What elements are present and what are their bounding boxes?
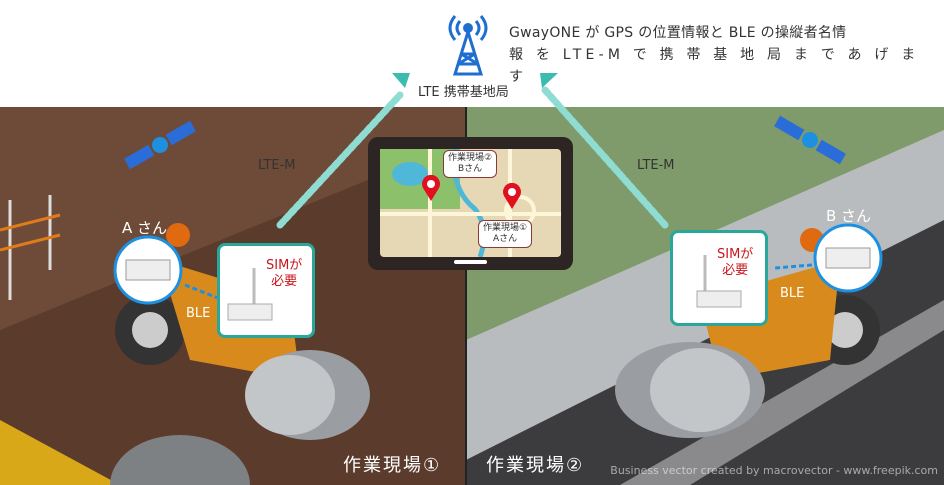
- lte-m-label-right: LTE-M: [637, 158, 675, 173]
- site-a-barrier: [0, 420, 120, 485]
- bubble-b-site: 作業現場②: [448, 153, 493, 163]
- router-icon: [696, 255, 742, 308]
- sim-note-line1: SIMが: [266, 258, 303, 273]
- site-a-name: 作業現場①: [343, 455, 442, 476]
- lte-link-left: [276, 91, 404, 229]
- ble-label-b: BLE: [780, 286, 805, 301]
- caption-line-2: 報 を LTE-M で 携 帯 基 地 局 ま で あ げ ま す: [509, 47, 920, 85]
- map-pin-icon-b: [422, 175, 440, 201]
- lte-m-label-left: LTE-M: [258, 158, 296, 173]
- bubble-a-site: 作業現場①: [483, 223, 528, 233]
- road-roller-b: [615, 228, 880, 438]
- sim-note-line1: SIMが: [717, 247, 754, 262]
- map-pin-icon-a: [503, 183, 521, 209]
- bubble-a-person: Aさん: [492, 234, 518, 244]
- sim-router-a: SIMが 必要: [217, 243, 315, 338]
- sim-note-line2: 必要: [271, 274, 298, 289]
- caption-line-1: GwayONE が GPS の位置情報と BLE の操縦者名情: [509, 25, 847, 41]
- satellite-icon-right: [774, 115, 846, 165]
- map-bubble-b: 作業現場② Bさん: [443, 150, 498, 178]
- tower-label: LTE 携帯基地局: [418, 85, 509, 100]
- satellite-icon-left: [124, 120, 196, 170]
- sim-note-line2: 必要: [722, 263, 749, 278]
- router-icon: [227, 268, 273, 321]
- sim-router-b: SIMが 必要: [670, 230, 768, 326]
- person-a-label: A さん: [122, 219, 168, 237]
- description-caption: GwayONE が GPS の位置情報と BLE の操縦者名情 報 を LTE-…: [509, 22, 944, 88]
- lte-link-right: [541, 86, 669, 229]
- pipe: [110, 435, 250, 485]
- cell-tower-icon: [448, 15, 488, 76]
- ble-label-a: BLE: [186, 306, 211, 321]
- image-credit: Business vector created by macrovector -…: [610, 464, 938, 477]
- home-button[interactable]: [454, 260, 487, 264]
- site-b-name: 作業現場②: [486, 455, 585, 476]
- bubble-b-person: Bさん: [457, 164, 483, 174]
- person-b-label: B さん: [826, 207, 872, 225]
- map-bubble-a: 作業現場① Aさん: [478, 220, 533, 248]
- barricade-icon: [0, 195, 61, 300]
- tablet: 作業現場② Bさん 作業現場① Aさん: [368, 137, 573, 270]
